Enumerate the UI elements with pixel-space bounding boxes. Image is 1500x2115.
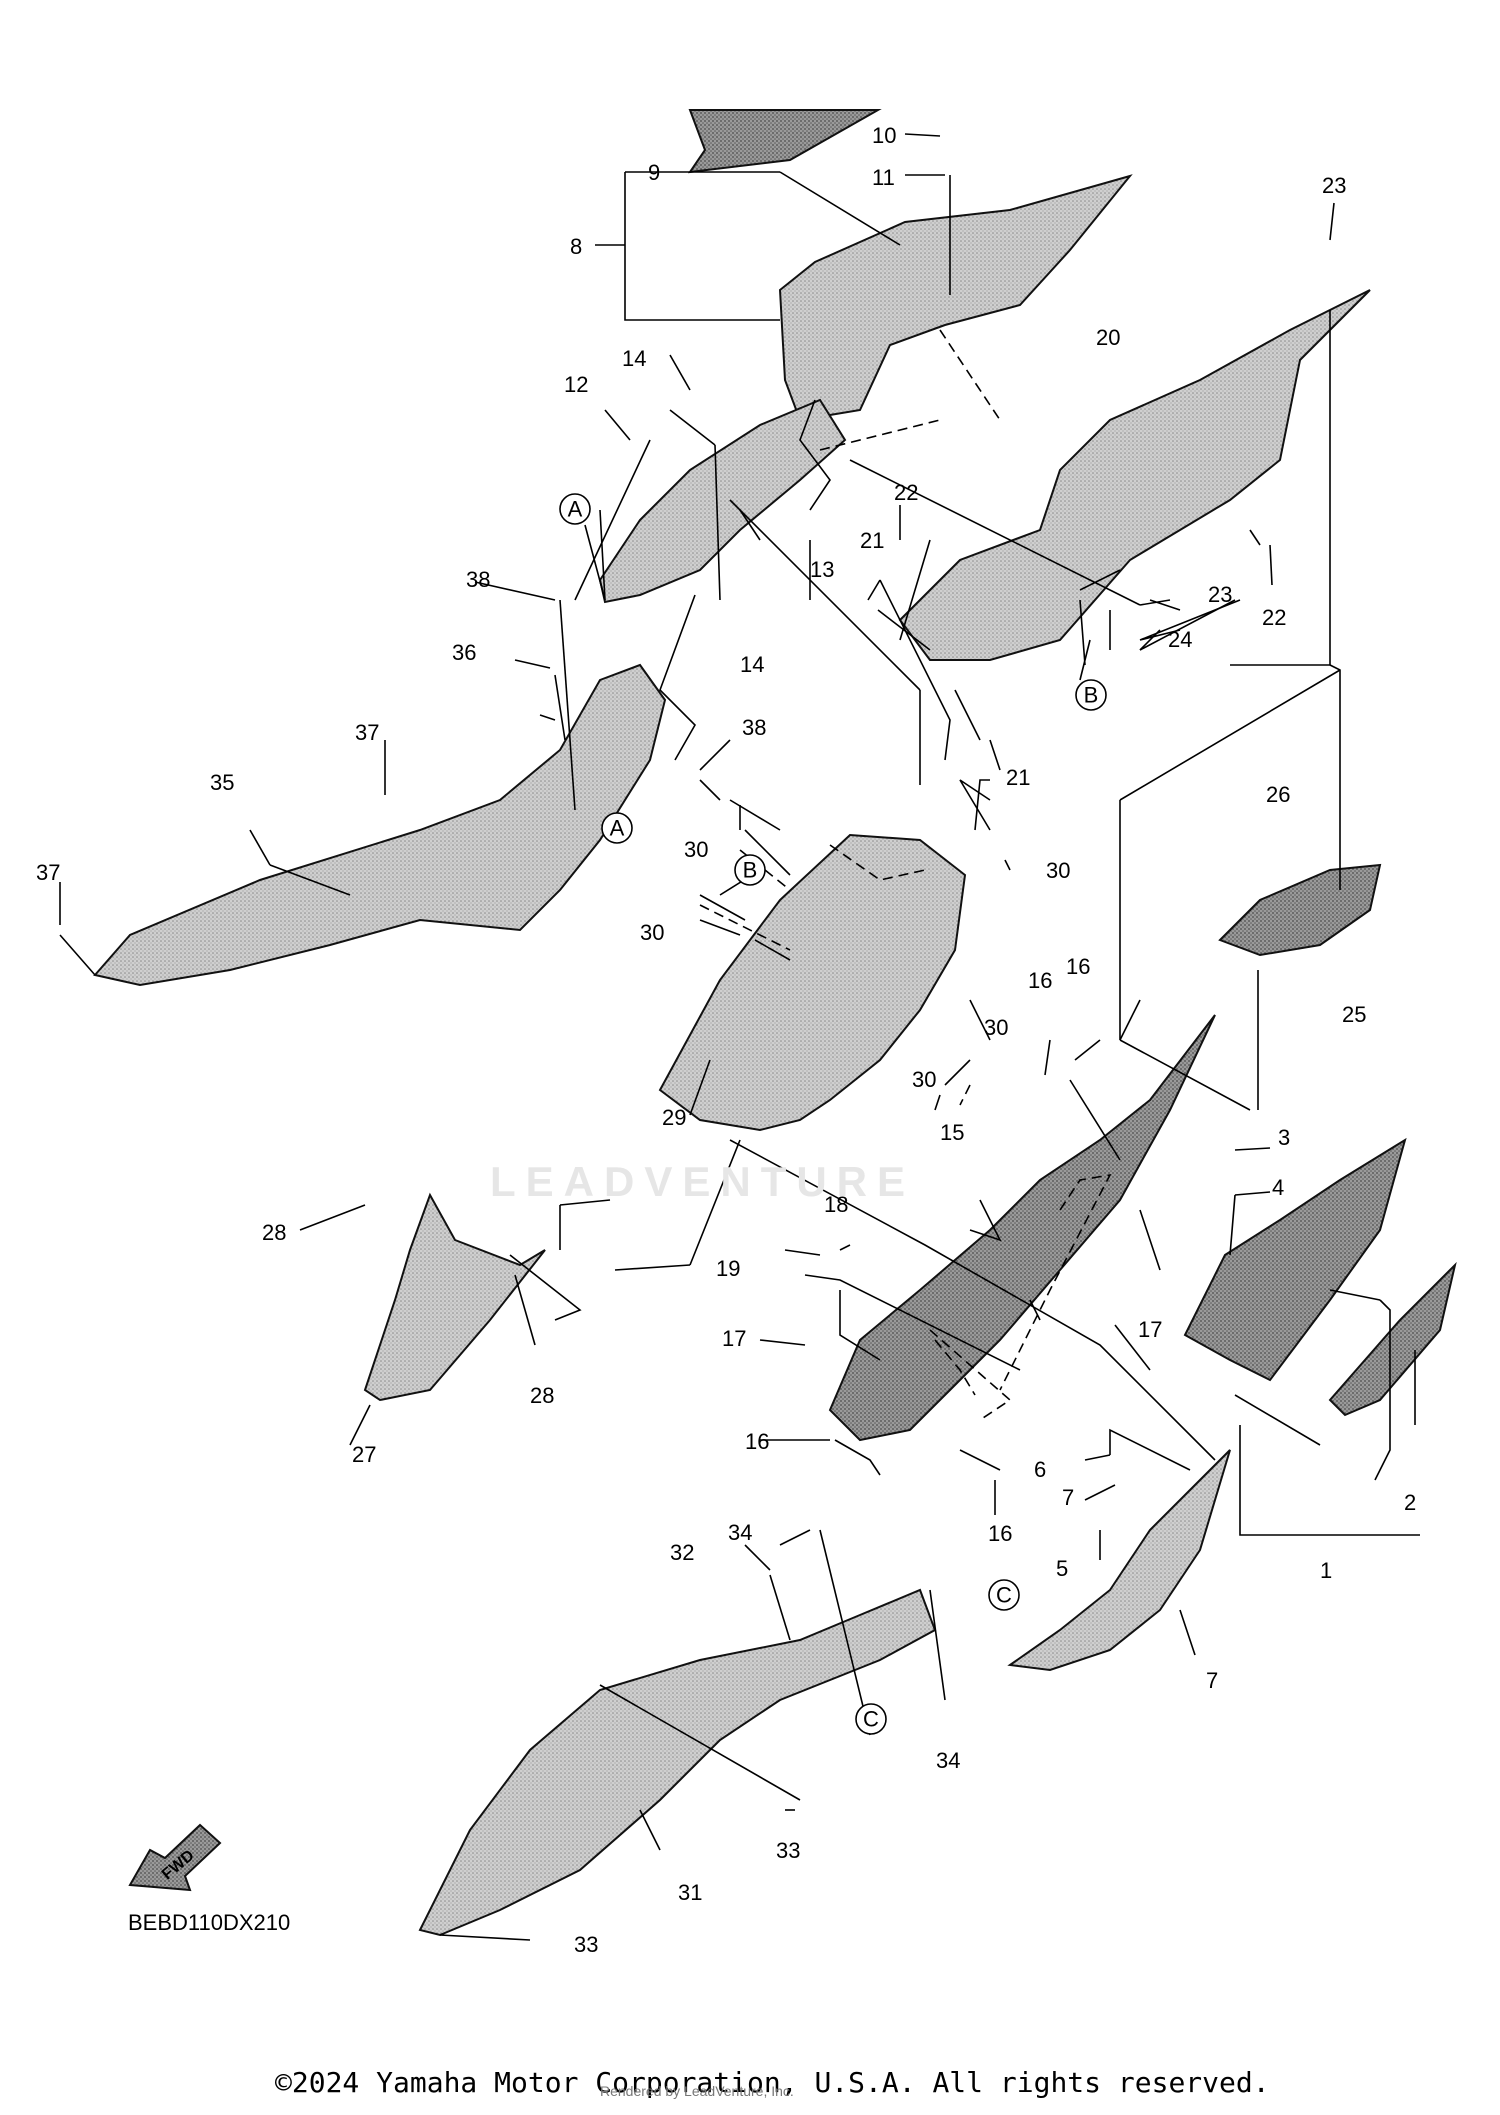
- callout-18: 18: [824, 1192, 848, 1217]
- callout-6: 6: [1034, 1457, 1046, 1482]
- callout-15: 15: [940, 1120, 964, 1145]
- callout-30e: 30: [912, 1067, 936, 1092]
- part-27-cover: [363, 1192, 546, 1402]
- callout-33a: 33: [776, 1838, 800, 1863]
- callout-22a: 22: [894, 480, 918, 505]
- dashed-guides: [699, 329, 1112, 1421]
- ref-b-upper: B: [1075, 679, 1107, 711]
- callout-28b: 28: [530, 1383, 554, 1408]
- callout-31: 31: [678, 1880, 702, 1905]
- part-1-side-cover: [1183, 1137, 1407, 1382]
- callout-16d: 16: [988, 1521, 1012, 1546]
- part-9-stripe: [687, 109, 882, 174]
- callout-26: 26: [1266, 782, 1290, 807]
- watermark: LEADVENTURE: [490, 1158, 916, 1205]
- part-35-side-panel: [93, 663, 667, 987]
- callout-21a: 21: [860, 528, 884, 553]
- svg-text:A: A: [610, 816, 625, 841]
- callout-33b: 33: [574, 1932, 598, 1957]
- callout-34b: 34: [936, 1748, 960, 1773]
- part-2-stripe: [1328, 1261, 1457, 1417]
- callout-1: 1: [1320, 1558, 1332, 1583]
- callout-3: 3: [1278, 1125, 1290, 1150]
- ref-a-upper: A: [559, 493, 591, 525]
- part-15-bracket: [828, 1014, 1216, 1442]
- callout-8: 8: [570, 234, 582, 259]
- callout-22b: 22: [1262, 605, 1286, 630]
- parts: [93, 109, 1457, 1937]
- ref-c-right: C: [988, 1579, 1020, 1611]
- callout-4: 4: [1272, 1175, 1284, 1200]
- callout-29: 29: [662, 1105, 686, 1130]
- callout-12: 12: [564, 372, 588, 397]
- callout-30d: 30: [984, 1015, 1008, 1040]
- callout-28a: 28: [262, 1220, 286, 1245]
- part-29-center-cover: [658, 833, 967, 1132]
- callout-17a: 17: [1138, 1317, 1162, 1342]
- ref-a-lower: A: [601, 812, 633, 844]
- callout-14a: 14: [622, 346, 646, 371]
- callout-17b: 17: [722, 1326, 746, 1351]
- callout-38a: 38: [466, 567, 490, 592]
- callout-10: 10: [872, 123, 896, 148]
- callout-36: 36: [452, 640, 476, 665]
- svg-text:B: B: [1084, 683, 1099, 708]
- callout-25: 25: [1342, 1002, 1366, 1027]
- svg-text:C: C: [996, 1583, 1012, 1608]
- ref-c-left: C: [855, 1703, 887, 1735]
- callout-2: 2: [1404, 1490, 1416, 1515]
- callout-numbers: 10 9 11 8 23 20 14 12 22 21 13 38 23 22 …: [36, 123, 1416, 1957]
- reference-letters: A A B B C C: [559, 493, 1107, 1735]
- callout-37b: 37: [36, 860, 60, 885]
- fwd-arrow-icon: [128, 1823, 222, 1892]
- leader-lines: [59, 133, 1420, 1941]
- callout-21b: 21: [1006, 765, 1030, 790]
- callout-32: 32: [670, 1540, 694, 1565]
- callout-38b: 38: [742, 715, 766, 740]
- callout-16c: 16: [745, 1429, 769, 1454]
- callout-30a: 30: [684, 837, 708, 862]
- svg-text:B: B: [743, 858, 758, 883]
- part-5-lower-piece: [1007, 1449, 1231, 1672]
- callout-30c: 30: [640, 920, 664, 945]
- callout-20: 20: [1096, 325, 1120, 350]
- callout-7b: 7: [1206, 1668, 1218, 1693]
- callout-27: 27: [352, 1442, 376, 1467]
- rendered-by-notice: Rendered by LeadVenture, Inc.: [600, 2083, 794, 2099]
- part-12-panel: [598, 398, 847, 604]
- callout-37a: 37: [355, 720, 379, 745]
- callout-34a: 34: [728, 1520, 752, 1545]
- callout-5: 5: [1056, 1556, 1068, 1581]
- callout-23a: 23: [1322, 173, 1346, 198]
- callout-35: 35: [210, 770, 234, 795]
- callout-23b: 23: [1208, 582, 1232, 607]
- svg-text:A: A: [568, 497, 583, 522]
- copyright-notice: ©2024 Yamaha Motor Corporation, U.S.A. A…: [275, 2066, 1270, 2099]
- svg-text:C: C: [863, 1707, 879, 1732]
- callout-16a: 16: [1066, 954, 1090, 979]
- part-25-tail-piece: [1218, 863, 1382, 957]
- callout-9: 9: [648, 160, 660, 185]
- callout-11: 11: [872, 165, 895, 190]
- callout-7a: 7: [1062, 1485, 1074, 1510]
- diagram-code: BEBD110DX210: [128, 1910, 291, 1935]
- callout-24: 24: [1168, 627, 1192, 652]
- callout-30b: 30: [1046, 858, 1070, 883]
- callout-13: 13: [810, 557, 834, 582]
- ref-b-lower: B: [734, 854, 766, 886]
- callout-14b: 14: [740, 652, 764, 677]
- callout-19: 19: [716, 1256, 740, 1281]
- part-20-cover: [898, 289, 1371, 661]
- part-8-cowl: [778, 174, 1133, 422]
- callout-16b: 16: [1028, 968, 1052, 993]
